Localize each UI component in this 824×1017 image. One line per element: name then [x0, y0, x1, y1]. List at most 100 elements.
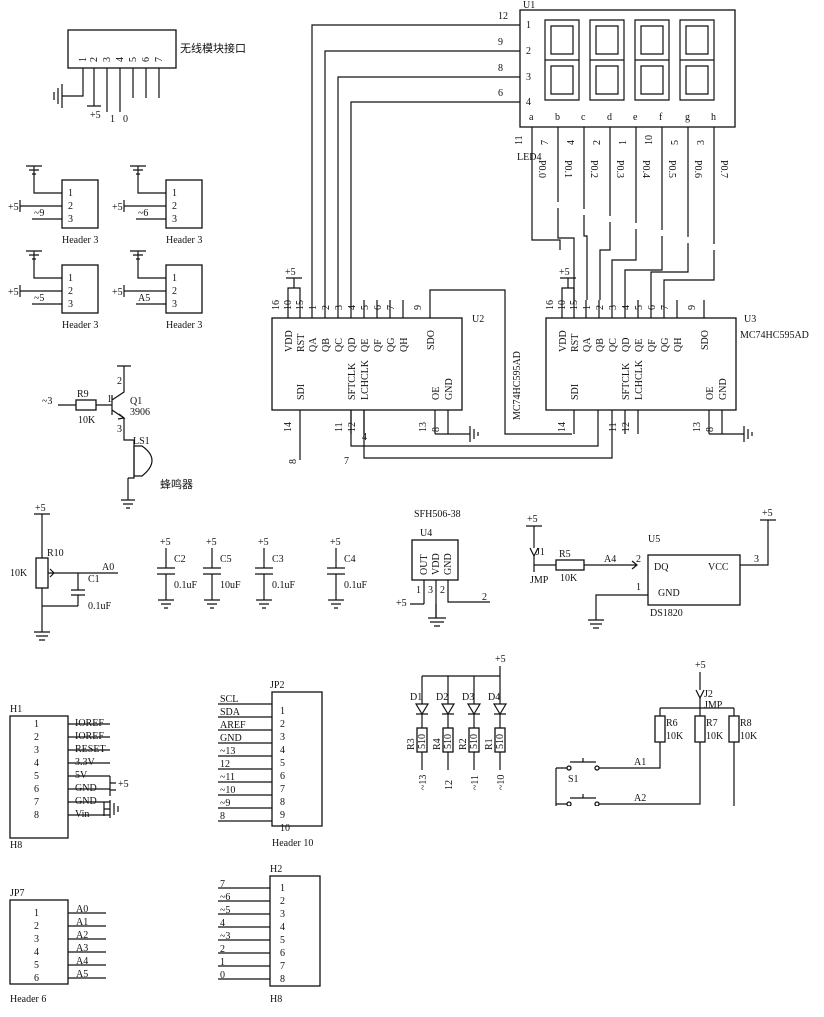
- header-h2: [269, 875, 321, 987]
- label: 13: [692, 422, 703, 432]
- led-resistor: [494, 727, 506, 753]
- label: GND: [444, 378, 455, 400]
- label: QG: [660, 338, 671, 352]
- label: 4: [347, 305, 358, 310]
- label: SFTCLK: [621, 362, 632, 400]
- label: 1: [68, 273, 73, 284]
- pullup-resistor: [654, 715, 666, 743]
- digit-inner: [640, 25, 664, 95]
- label: 4: [526, 97, 531, 108]
- label: 5: [670, 140, 681, 145]
- svg-text:+5: +5: [90, 110, 101, 121]
- label: 11: [514, 135, 525, 145]
- label: OE: [705, 387, 716, 400]
- label: 7: [280, 784, 285, 795]
- label: 10uF: [220, 580, 241, 591]
- label: 5: [360, 305, 371, 310]
- label: ~5: [220, 905, 230, 916]
- label: Header 3: [166, 320, 202, 331]
- label: 6: [647, 305, 658, 310]
- label: 6: [34, 973, 39, 984]
- header3-body: [61, 264, 99, 314]
- svg-text:GND: GND: [658, 588, 680, 599]
- label: Vin: [75, 809, 89, 820]
- led: [492, 676, 508, 770]
- label: 3: [334, 305, 345, 310]
- jumper: [695, 672, 705, 700]
- label: 10: [557, 300, 568, 310]
- label: 7: [344, 456, 349, 467]
- label: 4: [362, 432, 367, 443]
- label: U2: [472, 314, 484, 325]
- label: 3: [68, 214, 73, 225]
- wire: [26, 165, 62, 194]
- svg-text:0.1uF: 0.1uF: [88, 601, 112, 612]
- label: 2: [34, 732, 39, 743]
- svg-text:SFH506-38: SFH506-38: [414, 509, 461, 520]
- label: C5: [220, 554, 232, 565]
- wire: [123, 285, 166, 297]
- svg-text:R9: R9: [77, 389, 89, 400]
- svg-text:3: 3: [754, 554, 759, 565]
- label: 1: [34, 908, 39, 919]
- label: 1: [308, 305, 319, 310]
- label: GND: [220, 733, 242, 744]
- label: 4: [280, 745, 285, 756]
- svg-text:2: 2: [636, 554, 641, 565]
- label: QH: [399, 338, 410, 352]
- label: JMP: [704, 700, 723, 711]
- label: 12: [220, 759, 230, 770]
- pullup-resistor: [728, 715, 740, 743]
- label: 4: [34, 947, 39, 958]
- label: P0.1: [562, 160, 573, 178]
- label: 10K: [706, 731, 724, 742]
- label: 1: [172, 188, 177, 199]
- svg-text:LED4: LED4: [517, 152, 541, 163]
- label: 16: [545, 300, 556, 310]
- label: 14: [283, 422, 294, 432]
- label: ~11: [220, 772, 235, 783]
- label: R7: [706, 718, 718, 729]
- potentiometer-circuit: +5 R10 10K A0 C1 0.1uF: [10, 503, 118, 641]
- label: QA: [582, 337, 593, 352]
- header3-body: [165, 264, 203, 314]
- label: P0.7: [718, 160, 729, 178]
- label: A0: [76, 904, 88, 915]
- label: QC: [608, 338, 619, 352]
- svg-text:+5: +5: [396, 598, 407, 609]
- label: D2: [436, 692, 448, 703]
- label: A1: [76, 917, 88, 928]
- label: ~3: [220, 931, 230, 942]
- ic-ground: [435, 426, 479, 442]
- label: 3: [280, 909, 285, 920]
- svg-text:J1: J1: [536, 547, 545, 558]
- label: R1: [484, 738, 495, 750]
- label: JP2: [270, 680, 284, 691]
- label: +5: [160, 537, 171, 548]
- label: 2: [280, 719, 285, 730]
- label: 6: [373, 305, 384, 310]
- label: A2: [634, 793, 646, 804]
- label: AREF: [220, 720, 246, 731]
- capacitor: [327, 548, 345, 609]
- label: IOREF: [75, 718, 104, 729]
- label: 3: [34, 745, 39, 756]
- label: 9: [687, 305, 698, 310]
- label: P0.6: [692, 160, 703, 178]
- led-resistor: [442, 727, 454, 753]
- seven-seg-display: U1 LED4 112293846a11P0.0b7P0.1c4P0.2d2P0…: [311, 0, 736, 300]
- label: 7: [220, 879, 225, 890]
- svg-text:LS1: LS1: [133, 436, 150, 447]
- label: 5: [280, 935, 285, 946]
- label: 11: [608, 422, 619, 432]
- label: H1: [10, 704, 22, 715]
- label: R4: [432, 738, 443, 750]
- svg-text:10K: 10K: [78, 415, 96, 426]
- svg-text:R5: R5: [559, 549, 571, 560]
- label: A1: [634, 757, 646, 768]
- label: +5: [8, 287, 19, 298]
- svg-text:+5: +5: [527, 514, 538, 525]
- capacitor: [255, 548, 273, 609]
